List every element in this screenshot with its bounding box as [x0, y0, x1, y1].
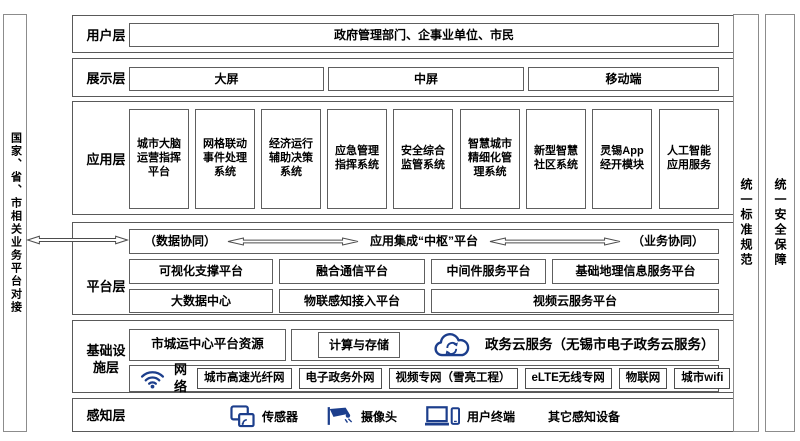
display-layer-label: 展示层 — [86, 71, 126, 86]
user-layer-content-box: 政府管理部门、企事业单位、市民 — [129, 23, 719, 47]
network-video-box: 视频专网（雪亮工程） — [388, 368, 518, 389]
right-sidebar-standards: 统一标准规范 — [733, 14, 759, 432]
sensing-layer-row: 感知层 传感器 摄像头 — [72, 398, 737, 432]
integration-hub-box: （数据协同） 应用集成“中枢”平台 （业务协同） — [129, 229, 719, 254]
wifi-icon — [140, 370, 165, 388]
app-box-community: 新型智慧社区系统 — [526, 109, 586, 209]
app-box-grid-events: 网格联动事件处理系统 — [195, 109, 255, 209]
camera-item: 摄像头 — [326, 399, 397, 433]
gov-cloud-label: 政务云服务（无锡市电子政务云服务） — [485, 336, 715, 352]
sensing-layer-label: 感知层 — [86, 408, 126, 423]
app-box-safety: 安全综合监管系统 — [393, 109, 453, 209]
user-terminal-icon — [425, 405, 460, 426]
platform-gis-box: 基础地理信息服务平台 — [552, 259, 719, 284]
platform-middleware-box: 中间件服务平台 — [431, 259, 546, 284]
hub-data-synergy-label: （数据协同） — [144, 234, 217, 248]
sensor-icon — [230, 404, 255, 427]
platform-comms-box: 融合通信平台 — [279, 259, 425, 284]
left-link-double-arrow-icon — [26, 234, 129, 246]
network-label: 网络 — [174, 362, 188, 394]
gov-cloud-icon — [434, 332, 470, 356]
platform-iot-access-box: 物联感知接入平台 — [279, 289, 425, 313]
infra-city-center-resources-box: 市城运中心平台资源 — [129, 329, 286, 361]
display-big-screen-box: 大屏 — [129, 67, 324, 91]
camera-label: 摄像头 — [361, 409, 398, 424]
app-layer-label: 应用层 — [86, 152, 126, 167]
infra-layer-label: 基础设施层 — [86, 343, 126, 375]
left-sidebar-label: 国家、省、市相关业务平台对接 — [9, 132, 22, 314]
app-box-fine-mgmt: 智慧城市精细化管理系统 — [460, 109, 520, 209]
right-sidebar-security: 统一安全保障 — [765, 14, 795, 432]
display-mobile-box: 移动端 — [528, 67, 719, 91]
platform-visualization-box: 可视化支撑平台 — [129, 259, 273, 284]
infra-compute-storage-box: 计算与存储 — [318, 332, 400, 358]
standards-bar-label: 统一标准规范 — [739, 178, 753, 268]
user-terminal-label: 用户终端 — [467, 409, 516, 424]
network-iot-box: 物联网 — [618, 368, 668, 389]
platform-layer-row: 平台层 （数据协同） 应用集成“中枢”平台 （业务协同） 可视化支撑平台 融合通… — [72, 222, 737, 315]
user-layer-label: 用户层 — [86, 28, 126, 43]
infra-cloud-section-box: 计算与存储 政务云服务（无锡市电子政务云服务） — [291, 329, 719, 361]
platform-video-cloud-box: 视频云服务平台 — [431, 289, 719, 313]
network-section-box: 网络 城市高速光纤网 电子政务外网 视频专网（雪亮工程） eLTE无线专网 物联… — [129, 362, 731, 394]
platform-layer-label: 平台层 — [86, 279, 126, 294]
user-layer-row: 用户层 政府管理部门、企事业单位、市民 — [72, 15, 737, 53]
sensor-item: 传感器 — [230, 399, 298, 433]
left-sidebar-external-platform: 国家、省、市相关业务平台对接 — [3, 14, 27, 432]
other-sensing-label: 其它感知设备 — [548, 409, 621, 424]
app-box-lingxi-app: 灵锡App经开模块 — [592, 109, 652, 209]
user-terminal-item: 用户终端 — [425, 399, 515, 433]
cctv-camera-icon — [327, 407, 353, 425]
sensor-label: 传感器 — [262, 409, 299, 424]
infra-layer-row: 基础设施层 市城运中心平台资源 计算与存储 政务云服务（无锡市电子政务云服务） … — [72, 320, 737, 394]
network-elte-box: eLTE无线专网 — [524, 368, 612, 389]
network-egov-extranet-box: 电子政务外网 — [298, 368, 382, 389]
app-box-economy: 经济运行辅助决策系统 — [261, 109, 321, 209]
hub-business-synergy-label: （业务协同） — [632, 234, 705, 248]
double-arrow-icon — [226, 236, 360, 247]
app-layer-row: 应用层 城市大脑运营指挥平台 网格联动事件处理系统 经济运行辅助决策系统 应急管… — [72, 101, 737, 215]
display-mid-screen-box: 中屏 — [328, 67, 524, 91]
network-city-wifi-box: 城市wifi — [674, 368, 731, 389]
app-box-city-brain: 城市大脑运营指挥平台 — [129, 109, 189, 209]
hub-title-label: 应用集成“中枢”平台 — [370, 234, 479, 248]
app-box-emergency: 应急管理指挥系统 — [327, 109, 387, 209]
other-sensing-item: 其它感知设备 — [548, 399, 620, 433]
network-fiber-box: 城市高速光纤网 — [197, 368, 292, 389]
double-arrow-icon — [488, 236, 622, 247]
app-box-ai-services: 人工智能应用服务 — [659, 109, 719, 209]
platform-bigdata-box: 大数据中心 — [129, 289, 273, 313]
security-bar-label: 统一安全保障 — [773, 178, 787, 268]
display-layer-row: 展示层 大屏 中屏 移动端 — [72, 58, 737, 97]
